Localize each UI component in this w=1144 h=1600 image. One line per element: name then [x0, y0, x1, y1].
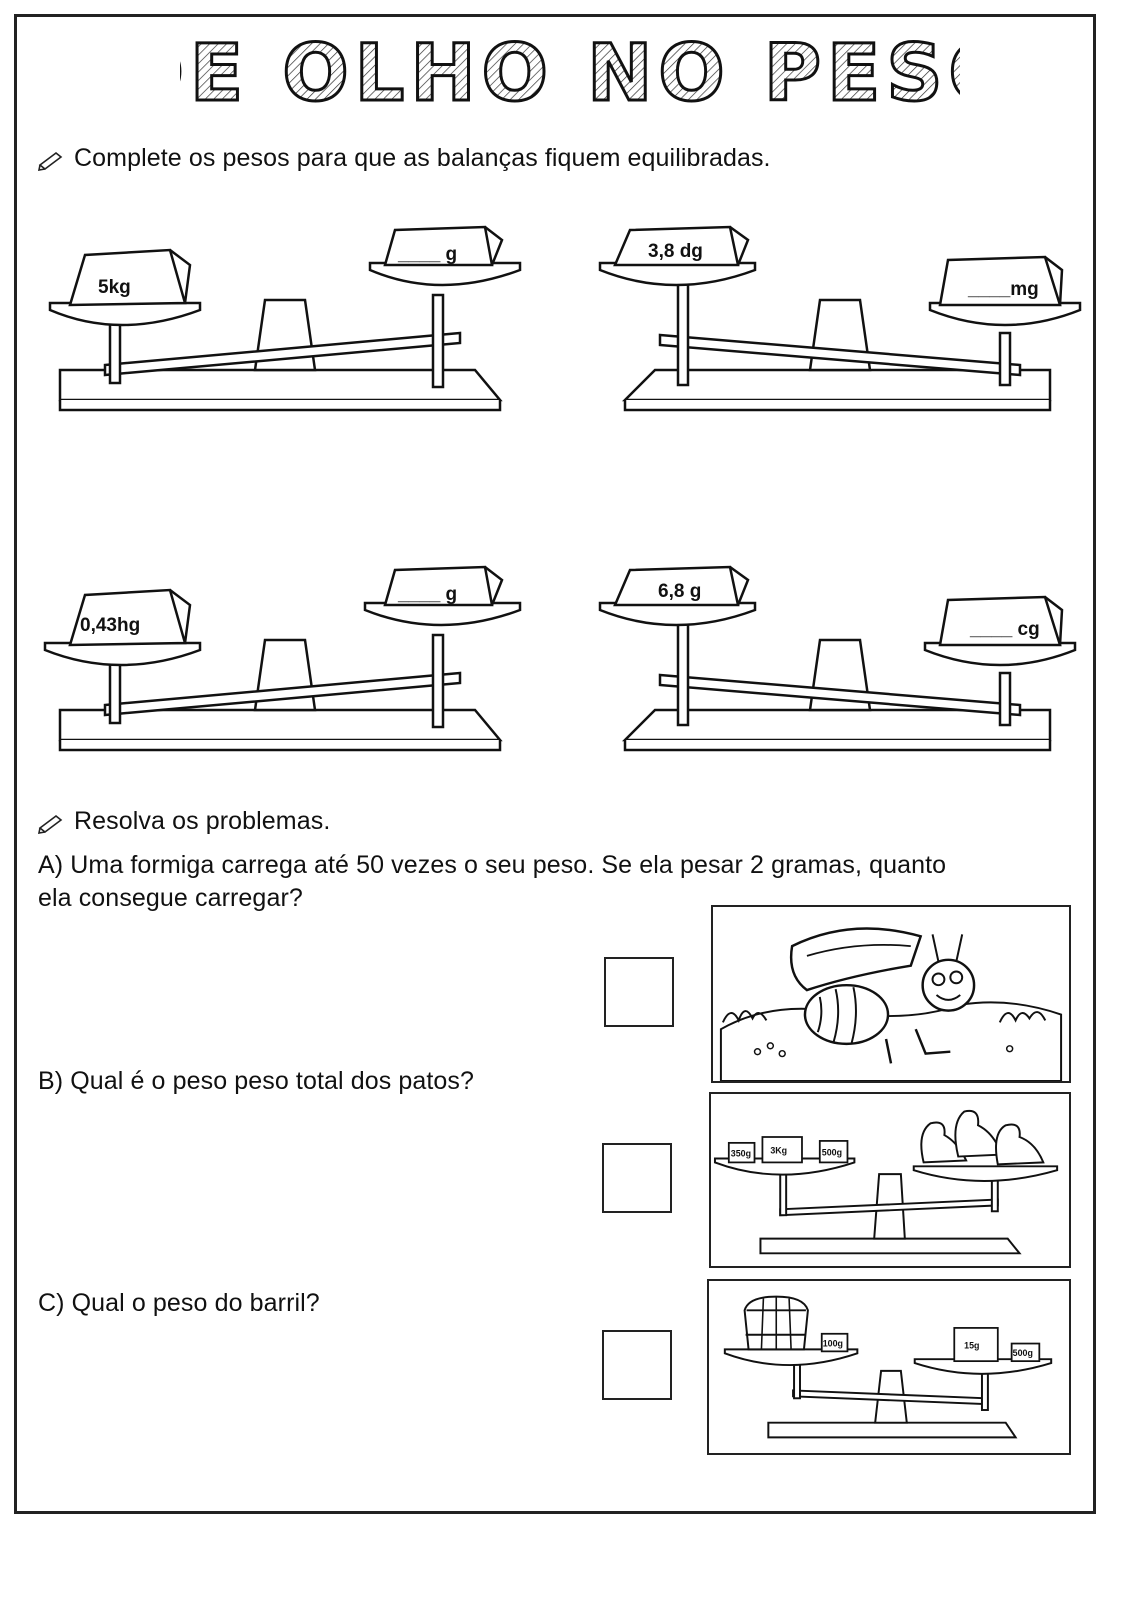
instruction-balance: Complete os pesos para que as balanças f… [37, 143, 771, 173]
page-title: DE OLHO NO PESO [118, 22, 1017, 122]
left-weight-label-1: 5kg [98, 277, 131, 298]
answer-box-a[interactable] [604, 957, 674, 1027]
problem-c-text: C) Qual o peso do barril? [38, 1289, 320, 1317]
page-title-text: DE OLHO NO PESO [180, 29, 960, 119]
left-weight-label-2: 3,8 dg [648, 241, 703, 262]
balance-scale-3: 0,43hg ____ g [40, 555, 522, 780]
balance-scale-4: 6,8 g ____ cg [598, 555, 1080, 780]
duck-weight-350g: 350g [731, 1149, 751, 1159]
barrel-weight-15g: 15g [964, 1340, 979, 1350]
instruction-problems: Resolva os problemas. [37, 806, 331, 836]
right-weight-label-4: ____ cg [969, 619, 1040, 640]
problem-a-line1: A) Uma formiga carrega até 50 vezes o se… [38, 851, 947, 879]
pencil-icon [37, 811, 64, 835]
barrel-weight-100g: 100g [823, 1339, 843, 1349]
problem-a-line2: ela consegue carregar? [38, 884, 303, 912]
barrel-scale-illustration: 100g 15g 500g [707, 1279, 1071, 1455]
ducks-scale-illustration: 350g 3Kg 500g [709, 1092, 1071, 1268]
problem-b-text: B) Qual é o peso peso total dos patos? [38, 1067, 475, 1095]
answer-box-b[interactable] [602, 1143, 672, 1213]
instruction-problems-text: Resolva os problemas. [74, 807, 331, 835]
balance-scale-2: 3,8 dg ____mg [598, 215, 1082, 440]
instruction-balance-text: Complete os pesos para que as balanças f… [74, 144, 771, 172]
barrel-weight-500g: 500g [1013, 1348, 1033, 1358]
left-weight-label-4: 6,8 g [658, 581, 701, 602]
duck-weight-3kg: 3Kg [770, 1146, 787, 1156]
ant-illustration [711, 905, 1071, 1083]
answer-box-c[interactable] [602, 1330, 672, 1400]
right-weight-label-1: ____ g [397, 244, 457, 265]
left-weight-label-3: 0,43hg [80, 615, 140, 636]
worksheet-border [14, 14, 1096, 1514]
right-weight-label-3: ____ g [397, 584, 457, 605]
duck-weight-500g: 500g [822, 1148, 842, 1158]
pencil-icon [37, 148, 64, 172]
balance-scale-1: 5kg ____ g [40, 215, 522, 440]
right-weight-label-2: ____mg [967, 279, 1039, 300]
